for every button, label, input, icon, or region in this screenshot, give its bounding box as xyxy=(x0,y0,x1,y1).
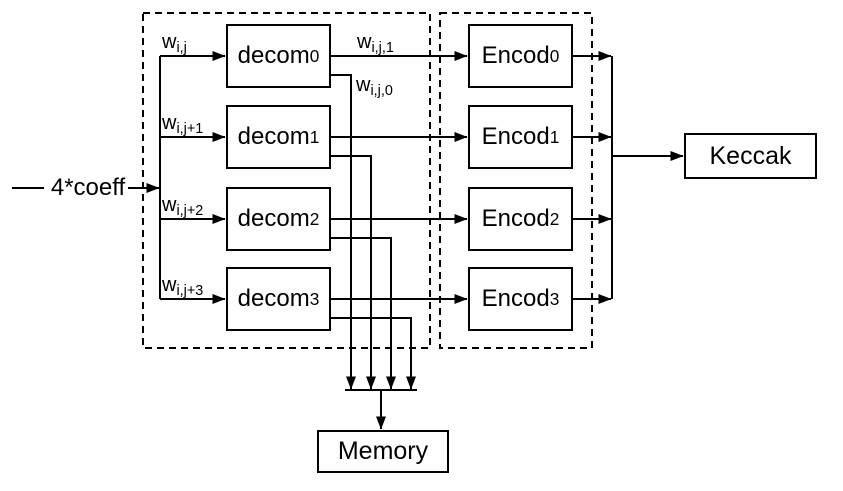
decom-to-memory-lines xyxy=(331,74,416,390)
encod-output-arrows xyxy=(573,51,612,304)
encod-0-label: Encod xyxy=(481,42,550,69)
keccak-label: Keccak xyxy=(709,141,792,170)
decom-0-label: decom xyxy=(237,42,310,69)
encod-group-dashed-box xyxy=(439,12,593,349)
memory-block: Memory xyxy=(317,430,449,473)
decom-input-label-3: wi,j+3 xyxy=(162,274,204,300)
encod-3-label: Encod xyxy=(481,285,550,312)
decom-3-label: decom xyxy=(237,285,310,312)
decom-input-label-2: wi,j+2 xyxy=(162,194,204,220)
decom-input-label-0: wi,j xyxy=(162,31,187,57)
decom-output-label-high: wi,j,1 xyxy=(357,31,394,57)
encod-1-label: Encod xyxy=(481,123,550,150)
decom-to-encod-arrows xyxy=(331,51,468,304)
decom-1-label: decom xyxy=(237,123,310,150)
keccak-block: Keccak xyxy=(684,133,817,179)
memory-label: Memory xyxy=(337,437,429,465)
decom-output-label-low: wi,j,0 xyxy=(356,74,393,100)
decom-input-arrows xyxy=(160,51,226,304)
encod-2-label: Encod xyxy=(481,205,550,232)
decom-2-label: decom xyxy=(237,205,310,232)
input-coeff-label: 4*coeff xyxy=(50,174,126,201)
decom-input-label-1: wi,j+1 xyxy=(162,112,204,138)
